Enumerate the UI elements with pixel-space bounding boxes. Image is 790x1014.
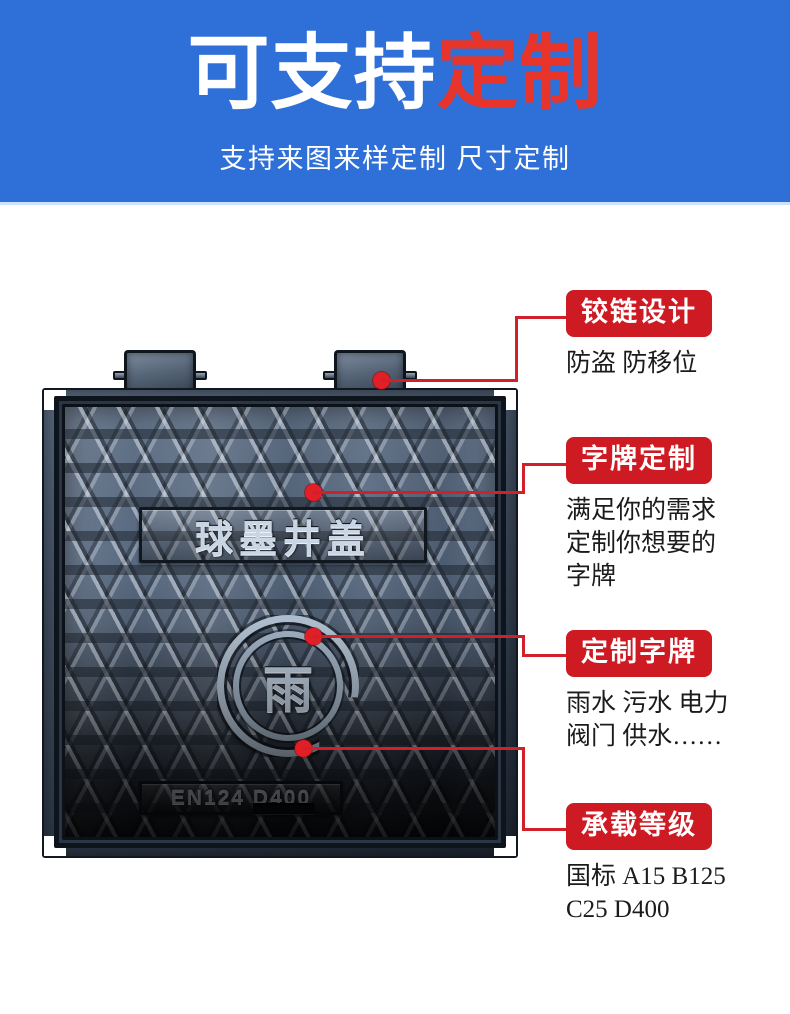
cover-lid: 球墨井盖 雨 EN124 D400: [62, 404, 498, 840]
callout-line-name-plate: [313, 491, 525, 494]
annotation-badge: 承载等级: [566, 803, 712, 850]
annotation-line: 雨水 污水 电力: [566, 690, 729, 717]
annotation-line: C25 D400: [566, 896, 670, 923]
page-title: 可支持定制: [0, 28, 790, 120]
annotation-line: 国标 A15 B125: [566, 863, 726, 890]
callout-line-hinge: [515, 316, 518, 382]
manhole-cover-image: 球墨井盖 雨 EN124 D400: [28, 340, 538, 870]
callout-line-name-plate: [522, 463, 525, 494]
name-plate: 球墨井盖: [139, 507, 427, 563]
annotation-line: 满足你的需求: [566, 497, 717, 524]
callout-line-standard: [522, 747, 525, 831]
headline-white-part: 可支持: [187, 28, 437, 119]
callout-line-standard: [522, 828, 568, 831]
hinge-pin-icon: [323, 371, 336, 380]
annotation-line: 定制你想要的: [566, 530, 717, 557]
pry-slot: [253, 803, 315, 814]
callout-line-emblem: [522, 635, 525, 657]
annotation-body: 雨水 污水 电力 阀门 供水……: [566, 687, 729, 753]
annotation-emblem: 定制字牌 雨水 污水 电力 阀门 供水……: [566, 630, 729, 753]
hinge-pin-icon: [194, 371, 207, 380]
annotation-load-class: 承载等级 国标 A15 B125 C25 D400: [566, 803, 726, 926]
callout-line-emblem: [313, 635, 525, 638]
header-banner: 可支持定制 支持来图来样定制 尺寸定制: [0, 0, 790, 202]
annotation-body: 防盗 防移位: [566, 347, 712, 380]
annotation-body: 满足你的需求 定制你想要的 字牌: [566, 494, 716, 593]
annotation-badge: 定制字牌: [566, 630, 712, 677]
callout-line-hinge: [381, 379, 518, 382]
callout-line-name-plate: [522, 463, 568, 466]
annotation-line: 字牌: [566, 563, 617, 590]
annotation-body: 国标 A15 B125 C25 D400: [566, 860, 726, 926]
hinge-pin-icon: [113, 371, 126, 380]
annotation-line: 防盗 防移位: [566, 350, 698, 377]
page-subtitle: 支持来图来样定制 尺寸定制: [219, 144, 571, 174]
name-plate-text: 球墨井盖: [194, 518, 371, 561]
annotation-name-plate: 字牌定制 满足你的需求 定制你想要的 字牌: [566, 437, 716, 593]
callout-line-hinge: [515, 316, 568, 319]
annotation-badge: 字牌定制: [566, 437, 712, 484]
annotation-line: 阀门 供水……: [566, 723, 723, 750]
callout-line-emblem: [522, 654, 568, 657]
callout-line-standard: [303, 747, 525, 750]
headline-red-part: 定制: [436, 28, 603, 119]
annotation-badge: 铰链设计: [566, 290, 712, 337]
annotation-hinge: 铰链设计 防盗 防移位: [566, 290, 712, 380]
banner-underline: [0, 202, 790, 205]
